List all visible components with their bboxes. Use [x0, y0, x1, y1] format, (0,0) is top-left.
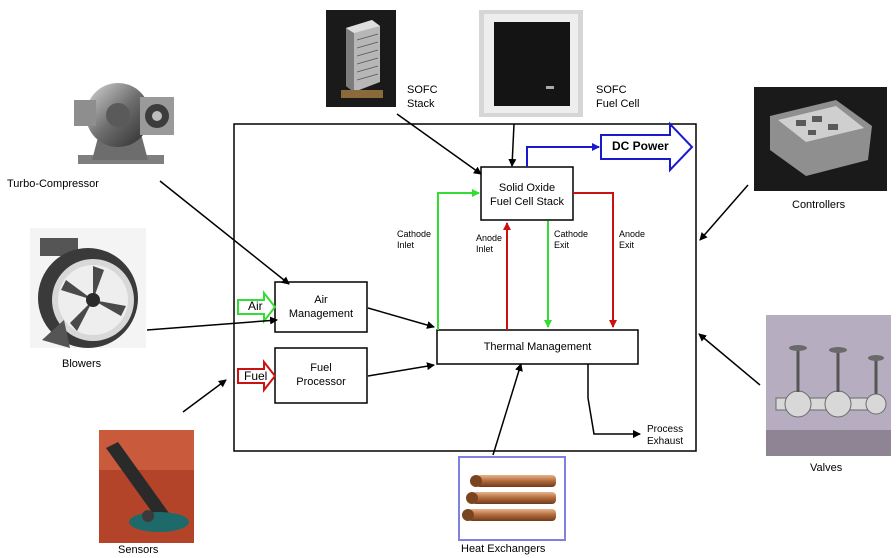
air-input-label: Air: [248, 299, 263, 313]
anode-exit-line: [573, 192, 617, 328]
fuel-input-label: Fuel: [244, 369, 268, 383]
sofc-stack-pointer: [396, 113, 482, 175]
sofc-fuel-cell-label-line1: SOFC: [596, 84, 627, 96]
fuel-processor-label-line1: Fuel: [310, 362, 332, 374]
air-management-label-line2: Management: [288, 308, 354, 320]
thermal-management-block: [436, 329, 639, 365]
valves-pointer: [698, 333, 761, 386]
turbo-compressor-pointer: [159, 180, 290, 285]
sofc-fuel-cell-label-line2: Fuel Cell: [596, 98, 640, 110]
process-exhaust-label-line1: Process: [647, 424, 684, 435]
fuel-processor-block: [274, 347, 368, 404]
blowers-picture: [30, 228, 146, 348]
air-input-arrow: [237, 290, 277, 324]
cathode-inlet-line: [437, 189, 480, 330]
heat-exchangers-label: Heat Exchangers: [461, 543, 546, 555]
turbo-compressor-label: Turbo-Compressor: [7, 178, 99, 190]
dc-power-line: [526, 143, 600, 167]
sofc-fuel-cell-picture: [479, 10, 583, 117]
heat-exchangers-picture: [458, 456, 566, 541]
fuel-to-thermal-arrow: [367, 362, 435, 377]
controllers-pointer: [699, 184, 749, 241]
valves-label: Valves: [810, 462, 843, 474]
blowers-pointer: [146, 316, 278, 331]
fuel-processor-label-line2: Processor: [296, 376, 346, 388]
controllers-picture: [754, 87, 887, 191]
thermal-management-label: Thermal Management: [483, 341, 592, 353]
sensors-picture: [99, 430, 194, 543]
air-to-thermal-arrow: [367, 307, 435, 329]
dc-power-arrow: [600, 121, 694, 173]
sofc-stack-picture: [326, 10, 396, 107]
stack-block-label-line2: Fuel Cell Stack: [490, 196, 564, 208]
sofc-fuel-cell-pointer: [508, 123, 517, 167]
process-exhaust-arrow: [587, 364, 641, 438]
valves-picture: [766, 315, 891, 456]
sensors-label: Sensors: [118, 544, 159, 556]
turbo-compressor-picture: [74, 83, 174, 164]
sofc-stack-label-line1: SOFC: [407, 84, 438, 96]
anode-exit-label-line1: Anode: [619, 229, 646, 239]
air-management-label-line1: Air: [314, 294, 328, 306]
heat-exchangers-pointer: [492, 363, 523, 456]
process-exhaust-label-line2: Exhaust: [647, 436, 684, 447]
stack-block-label-line1: Solid Oxide: [498, 182, 556, 194]
anode-exit-label-line2: Exit: [619, 240, 635, 250]
anode-inlet-label-line1: Anode: [476, 233, 503, 243]
cathode-inlet-label-line2: Inlet: [397, 240, 415, 250]
sofc-stack-label-line2: Stack: [407, 98, 435, 110]
fuel-input-arrow: [237, 359, 277, 393]
air-management-block: [274, 281, 368, 333]
cathode-inlet-label-line1: Cathode: [397, 229, 432, 239]
sensors-pointer: [182, 379, 227, 413]
anode-inlet-label-line2: Inlet: [476, 244, 494, 254]
dc-power-label: DC Power: [612, 139, 669, 153]
cathode-exit-label-line1: Cathode: [554, 229, 589, 239]
system-boundary: [233, 123, 697, 452]
blowers-label: Blowers: [62, 358, 102, 370]
controllers-label: Controllers: [792, 199, 846, 211]
cathode-exit-label-line2: Exit: [554, 240, 570, 250]
